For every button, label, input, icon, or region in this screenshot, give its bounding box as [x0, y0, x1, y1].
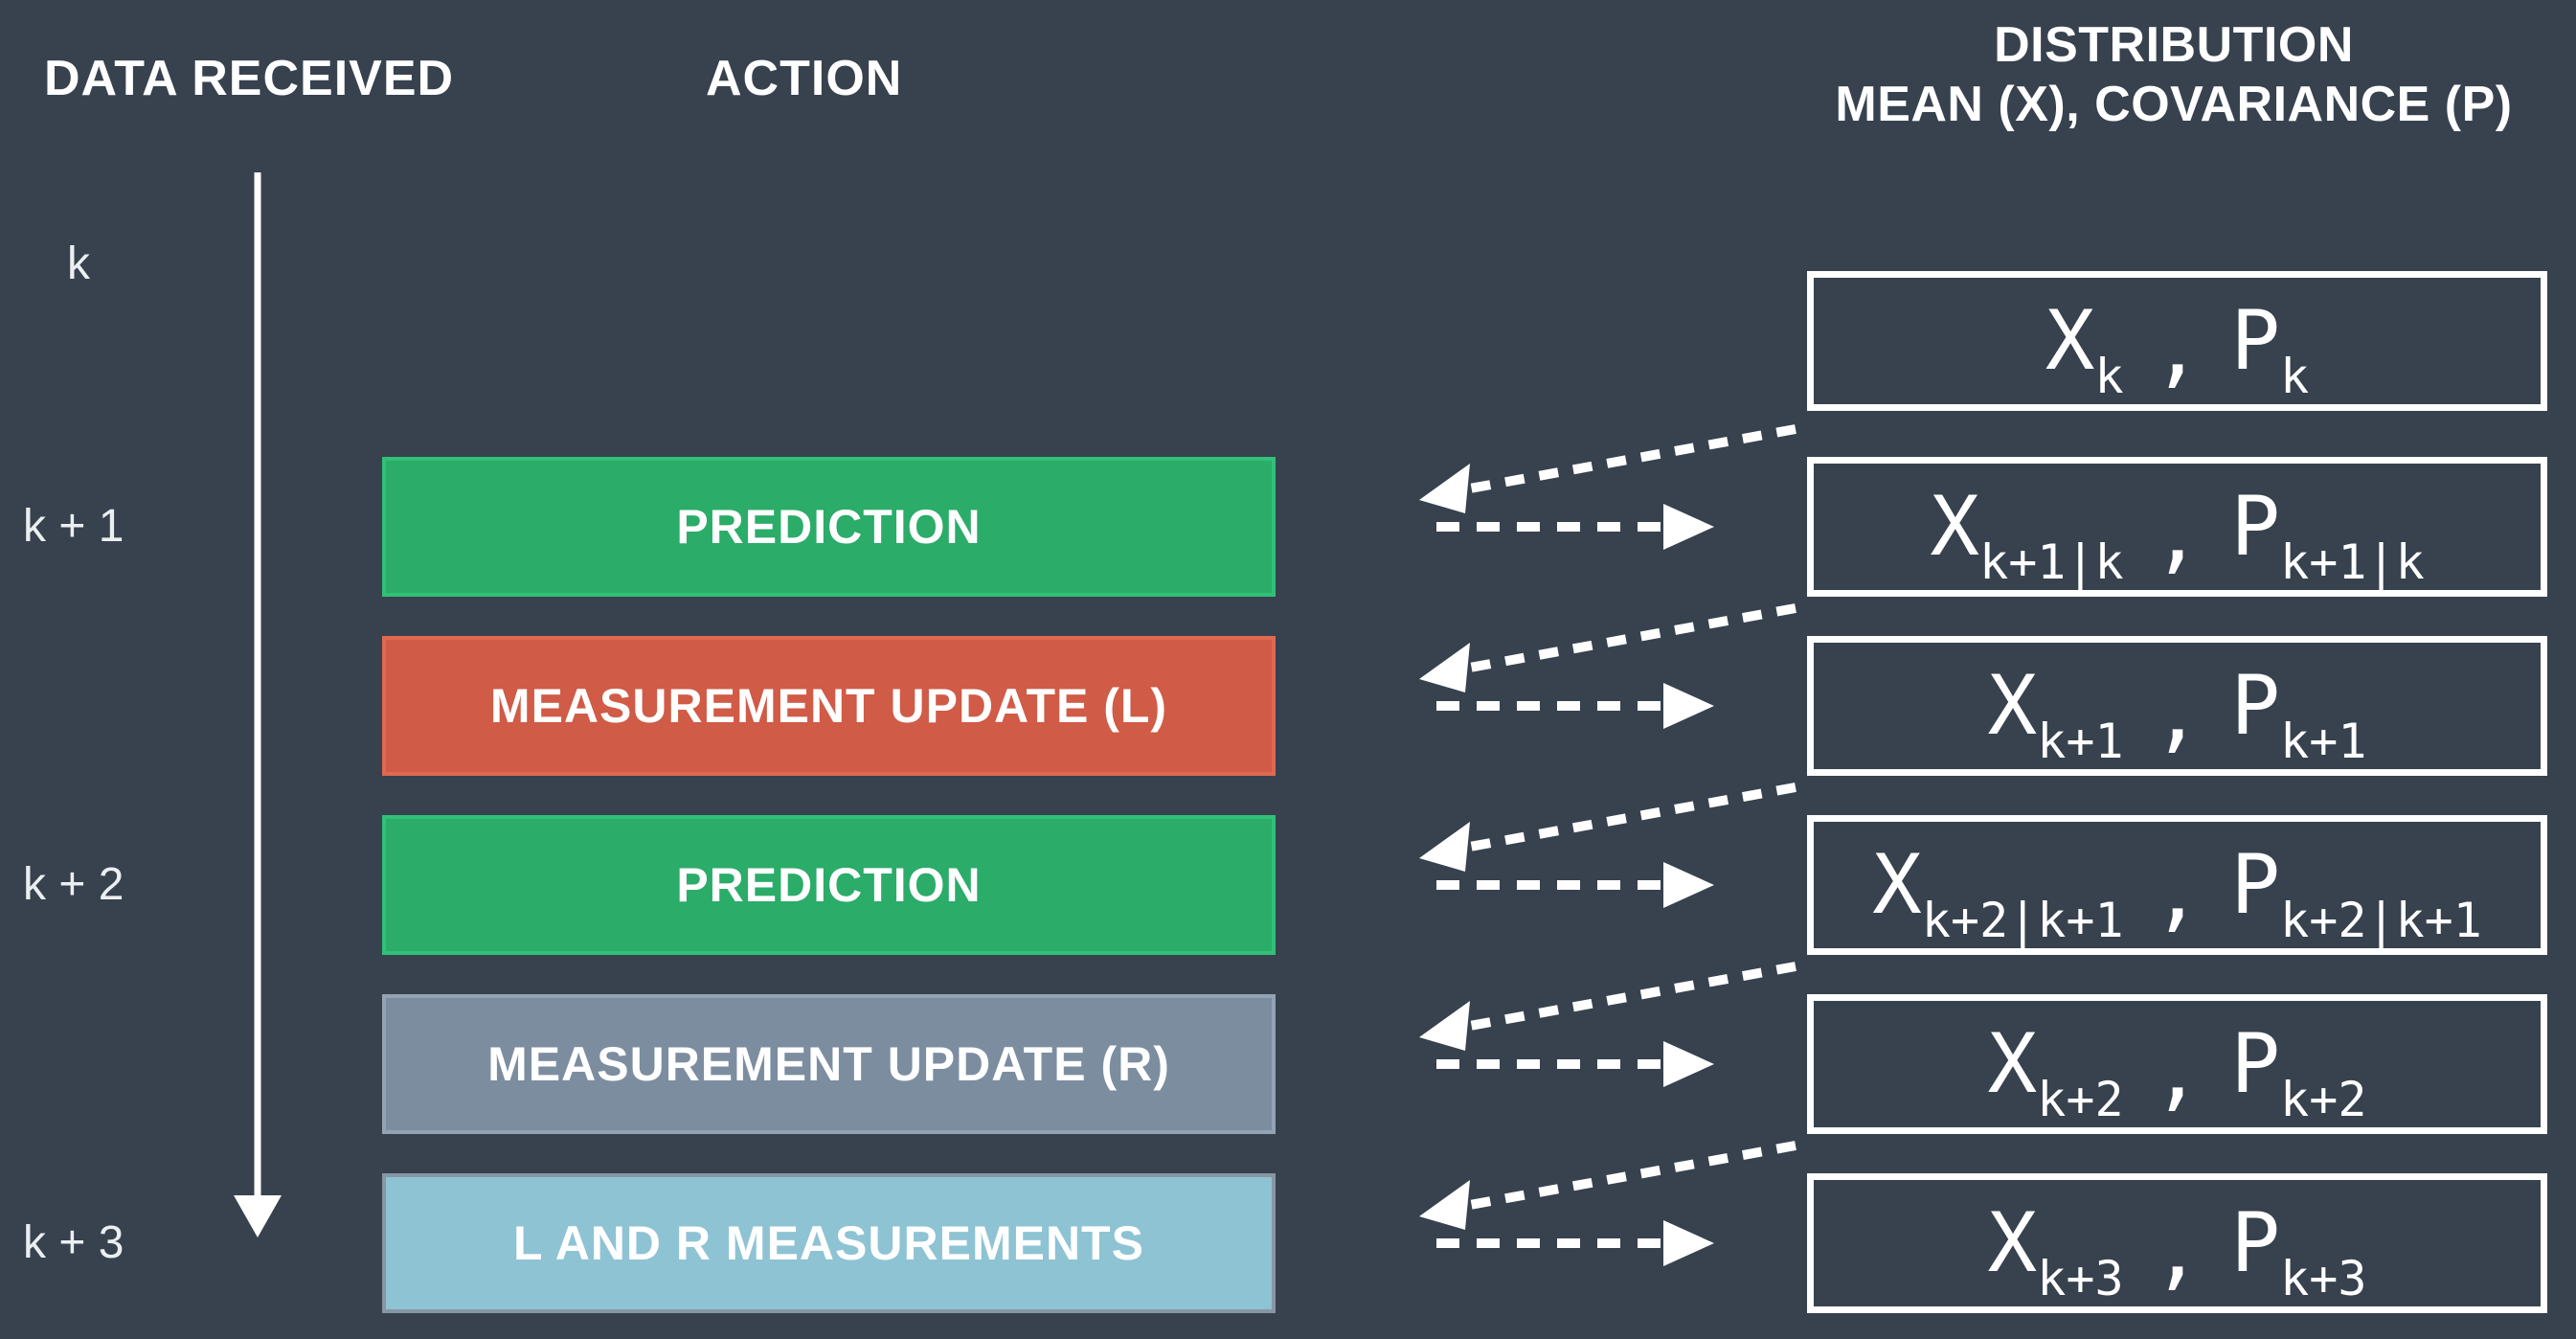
action-measurement-update-l-label: MEASUREMENT UPDATE (L) [489, 679, 1168, 733]
dist-box-k1-comma: , [2152, 666, 2203, 761]
action-l-and-r-measurements: L AND R MEASUREMENTS [382, 1173, 1276, 1313]
dist-box-k1-x_sub: k+1 [2037, 714, 2124, 769]
action-measurement-update-l: MEASUREMENT UPDATE (L) [382, 636, 1276, 776]
action-prediction-2: PREDICTION [382, 815, 1276, 955]
dist-box-k-p_sub: k [2280, 349, 2310, 404]
time-label-k+2: k + 2 [23, 859, 124, 910]
arrow-pair-row-3 [1419, 783, 1796, 908]
action-l-and-r-measurements-label: L AND R MEASUREMENTS [513, 1216, 1144, 1270]
distribution-header-line2: MEAN (X), COVARIANCE (P) [1835, 77, 2513, 132]
dist-box-k2-x_sub: k+2 [2037, 1072, 2124, 1127]
dist-box-k1-given-k-p_main: P [2230, 479, 2281, 575]
dist-box-k-p_main: P [2230, 293, 2281, 389]
dist-box-k2-given-k1-x_sub: k+2|k+1 [1921, 893, 2124, 948]
dist-box-k2-given-k1-x_main: X [1872, 837, 1922, 933]
dist-box-k1-given-k-comma: , [2152, 487, 2203, 582]
dist-box-k1-given-k-x_main: X [1930, 479, 1980, 575]
dist-box-k3-comma: , [2152, 1203, 2203, 1299]
dist-box-k2-p_sub: k+2 [2280, 1072, 2367, 1127]
dist-box-k2-p_main: P [2230, 1016, 2281, 1112]
dist-box-k2-given-k1-comma: , [2152, 845, 2203, 941]
dist-box-k1-x_main: X [1987, 658, 2038, 754]
data-received-header: DATA RECEIVED [44, 51, 455, 106]
dist-box-k1-given-k-p_sub: k+1|k [2280, 534, 2425, 590]
dist-box-k3-x_sub: k+3 [2037, 1251, 2124, 1306]
dist-box-k2-given-k1-p_sub: k+2|k+1 [2280, 893, 2482, 948]
dist-box-k-comma: , [2152, 301, 2203, 397]
arrow-pair-row-5 [1419, 1141, 1796, 1266]
distribution-header-line1: DISTRIBUTION [1994, 17, 2354, 73]
action-prediction-1-label: PREDICTION [676, 500, 982, 554]
dist-box-k1-given-k-x_sub: k+1|k [1979, 534, 2124, 590]
dist-box-k-x_sub: k [2094, 349, 2124, 404]
action-prediction-1: PREDICTION [382, 457, 1276, 597]
dist-box-k2-given-k1-p_main: P [2230, 837, 2281, 933]
arrow-pair-row-4 [1419, 962, 1796, 1087]
arrow-pair-row-1 [1419, 424, 1796, 550]
dist-box-k1-p_main: P [2230, 658, 2281, 754]
dist-box-k3-p_main: P [2230, 1195, 2281, 1291]
dist-box-k1-p_sub: k+1 [2280, 714, 2367, 769]
dist-box-k2-comma: , [2152, 1024, 2203, 1120]
action-prediction-2-label: PREDICTION [676, 858, 982, 912]
action-measurement-update-r-label: MEASUREMENT UPDATE (R) [487, 1037, 1170, 1091]
timeline-down-arrow [234, 172, 282, 1237]
dist-box-k3-p_sub: k+3 [2280, 1251, 2367, 1306]
dist-box-k3-x_main: X [1987, 1195, 2038, 1291]
time-label-k+1: k + 1 [23, 501, 124, 552]
arrow-pair-row-2 [1419, 603, 1796, 729]
dist-box-k2-x_main: X [1987, 1016, 2038, 1112]
action-header: ACTION [706, 51, 903, 106]
distribution-header: DISTRIBUTION MEAN (X), COVARIANCE (P) [1772, 15, 2576, 134]
dist-box-k-x_main: X [2045, 293, 2095, 389]
time-label-k+3: k + 3 [23, 1217, 124, 1268]
action-measurement-update-r: MEASUREMENT UPDATE (R) [382, 994, 1276, 1134]
time-label-k: k [67, 238, 90, 289]
